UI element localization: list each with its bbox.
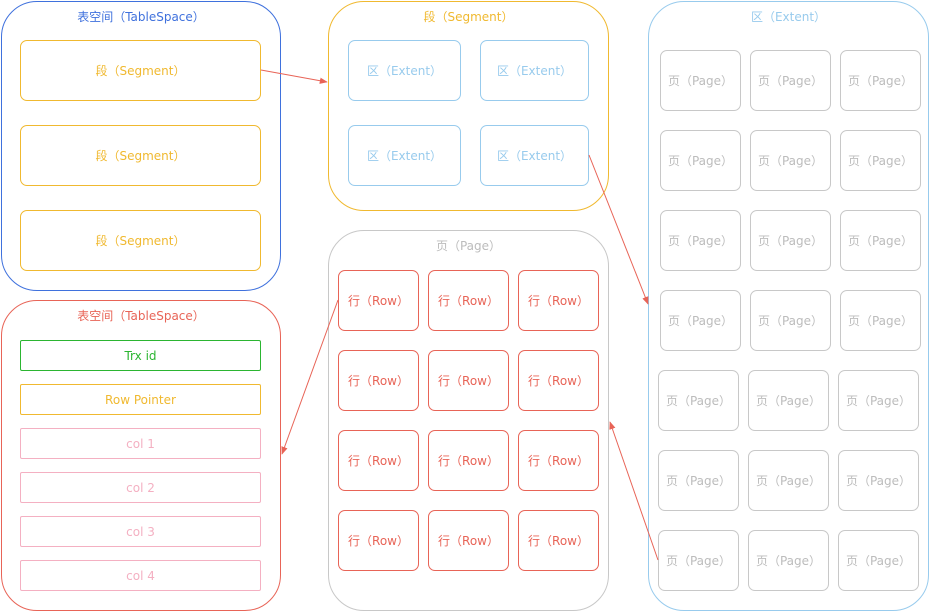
segment-box-2: 段（Segment） <box>20 125 261 186</box>
row-box: 行（Row） <box>338 510 419 571</box>
row-box: 行（Row） <box>518 510 599 571</box>
field-col-1: col 1 <box>20 428 261 459</box>
page-box: 页（Page） <box>838 370 919 431</box>
page-box: 页（Page） <box>748 450 829 511</box>
page-box: 页（Page） <box>840 130 921 191</box>
row-box: 行（Row） <box>518 430 599 491</box>
field-trx-id: Trx id <box>20 340 261 371</box>
row-box: 行（Row） <box>338 270 419 331</box>
page-box: 页（Page） <box>840 50 921 111</box>
page-box: 页（Page） <box>750 210 831 271</box>
page-box: 页（Page） <box>660 50 741 111</box>
page-box: 页（Page） <box>658 530 739 591</box>
page-box: 页（Page） <box>658 370 739 431</box>
page-box: 页（Page） <box>660 290 741 351</box>
tablespace-title: 表空间（TableSpace） <box>77 10 205 24</box>
extent-box-4: 区（Extent） <box>480 125 589 186</box>
extent-box-3: 区（Extent） <box>348 125 461 186</box>
row-box: 行（Row） <box>428 430 509 491</box>
page-box: 页（Page） <box>838 450 919 511</box>
row-box: 行（Row） <box>338 430 419 491</box>
field-col-3: col 3 <box>20 516 261 547</box>
segment-title: 段（Segment） <box>423 10 514 24</box>
page-box: 页（Page） <box>748 370 829 431</box>
page-box: 页（Page） <box>838 530 919 591</box>
extent-box-1: 区（Extent） <box>348 40 461 101</box>
page-box: 页（Page） <box>748 530 829 591</box>
row-box: 行（Row） <box>428 510 509 571</box>
extent-box-2: 区（Extent） <box>480 40 589 101</box>
extent-title: 区（Extent） <box>750 10 827 24</box>
page-box: 页（Page） <box>750 50 831 111</box>
segment-box-3: 段（Segment） <box>20 210 261 271</box>
row-box: 行（Row） <box>428 270 509 331</box>
page-box: 页（Page） <box>660 210 741 271</box>
page-box: 页（Page） <box>840 290 921 351</box>
page-box: 页（Page） <box>840 210 921 271</box>
page-box: 页（Page） <box>750 290 831 351</box>
row-box: 行（Row） <box>518 270 599 331</box>
page-box: 页（Page） <box>660 130 741 191</box>
row-box: 行（Row） <box>518 350 599 411</box>
row-box: 行（Row） <box>338 350 419 411</box>
field-col-2: col 2 <box>20 472 261 503</box>
page-box: 页（Page） <box>750 130 831 191</box>
row-box: 行（Row） <box>428 350 509 411</box>
field-row-pointer: Row Pointer <box>20 384 261 415</box>
field-col-4: col 4 <box>20 560 261 591</box>
segment-box-1: 段（Segment） <box>20 40 261 101</box>
page-box: 页（Page） <box>658 450 739 511</box>
row-detail-title: 表空间（TableSpace） <box>77 309 205 323</box>
page-title: 页（Page） <box>435 239 502 253</box>
